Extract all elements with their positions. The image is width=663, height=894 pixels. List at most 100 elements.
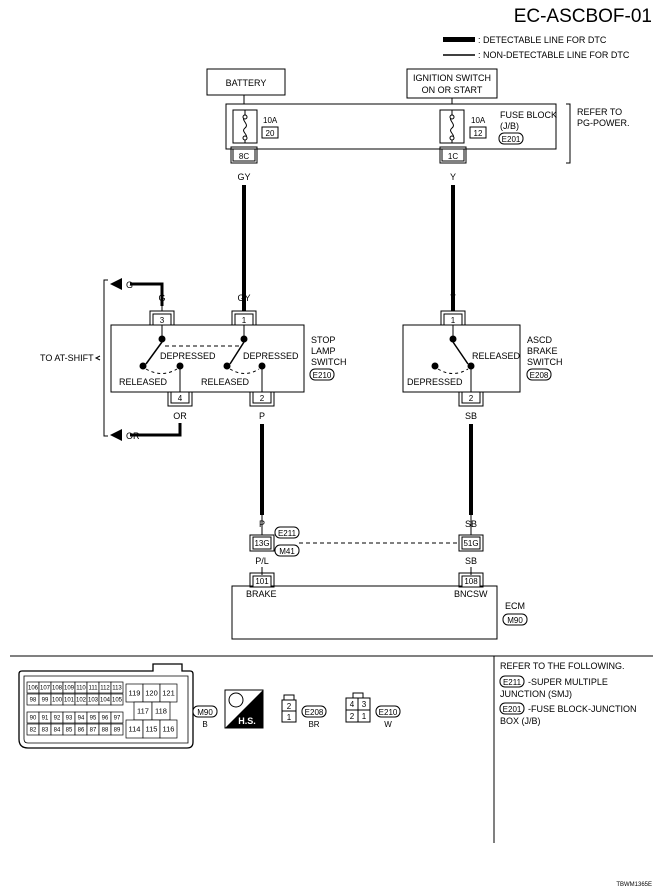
e201-tag <box>498 132 524 145</box>
wire-p: P <box>259 411 265 421</box>
m90-pin-108: 108 <box>52 686 63 692</box>
wire-y-top: Y <box>450 172 456 182</box>
m90-pin-106: 106 <box>28 686 39 692</box>
m90-pin-105: 105 <box>112 698 123 704</box>
e201-tag-text: E201 <box>502 135 521 144</box>
terminal-8c-label: 8C <box>239 152 249 161</box>
stop-switch-contact-right <box>229 341 245 365</box>
e208-pin-2: 2 <box>287 702 292 711</box>
footer-code: TBWM1365E <box>616 882 652 888</box>
battery-label: BATTERY <box>226 78 267 88</box>
legend: : DETECTABLE LINE FOR DTC : NON-DETECTAB… <box>443 35 630 60</box>
m90-pin-cell <box>110 681 124 694</box>
m90-pin-118: 118 <box>155 707 167 716</box>
m90-pin-100: 100 <box>52 698 63 704</box>
m90-pin-92: 92 <box>54 716 61 722</box>
at-shift-bracket <box>103 279 108 437</box>
terminal-51g-label: 51G <box>463 539 478 548</box>
m90-pin-cell <box>110 723 124 736</box>
page-id: EC-ASCBOF-01 <box>514 6 652 27</box>
e210-pin-2: 2 <box>350 712 355 721</box>
to-at-shift: TO AT-SHIFT <box>40 353 94 363</box>
wire-sb3: SB <box>465 556 477 566</box>
e208-tag-text: E208 <box>530 371 549 380</box>
wire-or: OR <box>173 411 187 421</box>
ignition-switch-box <box>406 68 498 99</box>
stop-pin-4: 4 <box>178 394 183 403</box>
m90-color: B <box>202 720 207 729</box>
m90-pin-91: 91 <box>42 716 49 722</box>
ref-e201-line2: BOX (J/B) <box>500 716 541 726</box>
e210-view-tag-text: E210 <box>379 708 398 717</box>
stop-pin-1: 1 <box>242 316 247 325</box>
arrow-or-icon <box>110 429 122 441</box>
ascd-name-1: ASCD <box>527 335 553 345</box>
arrow-g-icon <box>110 278 122 290</box>
pg-power-bracket <box>566 103 571 164</box>
m90-pin-99: 99 <box>42 698 49 704</box>
ignition-line1: IGNITION SWITCH <box>413 73 491 83</box>
references-title: REFER TO THE FOLLOWING. <box>500 661 625 671</box>
e210-pin-3: 3 <box>362 700 367 709</box>
m90-pin-111: 111 <box>88 686 98 692</box>
ascd-depressed: DEPRESSED <box>407 377 463 387</box>
terminal-13g-label: 13G <box>254 539 269 548</box>
ref-e201-line1: -FUSE BLOCK-JUNCTION <box>528 704 637 714</box>
e208-view-tag-text: E208 <box>305 708 324 717</box>
stop-depressed-right: DEPRESSED <box>243 351 299 361</box>
stop-pin-2: 2 <box>260 394 265 403</box>
arrow-g-label: G <box>126 280 133 290</box>
ecm-box <box>231 585 498 640</box>
m90-pin-95: 95 <box>90 716 97 722</box>
stop-depressed-left: DEPRESSED <box>160 351 216 361</box>
stop-released-right: RELEASED <box>201 377 250 387</box>
stop-name-2: LAMP <box>311 346 336 356</box>
m90-pin-107: 107 <box>40 686 51 692</box>
m90-pin-113: 113 <box>112 686 122 692</box>
m90-pin-116: 116 <box>163 725 175 734</box>
m90-pin-97: 97 <box>114 716 121 722</box>
m90-pin-102: 102 <box>76 698 87 704</box>
m90-pin-98: 98 <box>30 698 37 704</box>
m90-view-tag <box>192 705 218 718</box>
fuse-20-amps: 10A <box>263 116 278 125</box>
wire-gy-top: GY <box>237 172 250 182</box>
fuse-20-number: 20 <box>266 129 275 138</box>
e208-pin-1: 1 <box>287 713 292 722</box>
m90-pin-109: 109 <box>64 686 75 692</box>
ecm-pin-108: 108 <box>464 577 478 586</box>
wire-or-to-at <box>130 423 182 437</box>
stop-pin-3: 3 <box>160 316 165 325</box>
m90-tag <box>502 613 528 626</box>
stop-released-left: RELEASED <box>119 377 168 387</box>
terminal-1c-label: 1C <box>448 152 458 161</box>
arrow-or-label: OR <box>126 431 140 441</box>
m90-pin-103: 103 <box>88 698 99 704</box>
e210-color: W <box>384 720 392 729</box>
m90-pin-117: 117 <box>137 707 149 716</box>
ref-e211-line2: JUNCTION (SMJ) <box>500 689 572 699</box>
fuse-block-subtitle: (J/B) <box>500 121 519 131</box>
e208-connector-view: 2 1 <box>281 694 297 723</box>
e210-tag <box>309 368 335 381</box>
m41-tag <box>274 544 300 557</box>
wire-sb: SB <box>465 411 477 421</box>
stop-switch-contact-left <box>145 341 163 365</box>
ascd-released: RELEASED <box>472 351 521 361</box>
m90-pin-90: 90 <box>30 716 37 722</box>
ascd-pin-2: 2 <box>469 394 474 403</box>
e211-tag-text: E211 <box>278 529 297 538</box>
m90-pin-83: 83 <box>42 728 49 734</box>
e210-tag-text: E210 <box>313 371 332 380</box>
m90-view-tag-text: M90 <box>197 708 213 717</box>
ascd-name-2: BRAKE <box>527 346 558 356</box>
m90-pin-94: 94 <box>78 716 85 722</box>
m90-pin-96: 96 <box>102 716 109 722</box>
e210-pin-1: 1 <box>362 712 367 721</box>
m90-pin-121: 121 <box>162 689 175 698</box>
terminal-8c <box>232 148 256 162</box>
m90-pin-120: 120 <box>145 689 158 698</box>
e210-view-tag <box>375 705 401 718</box>
m90-pin-114: 114 <box>129 725 141 734</box>
